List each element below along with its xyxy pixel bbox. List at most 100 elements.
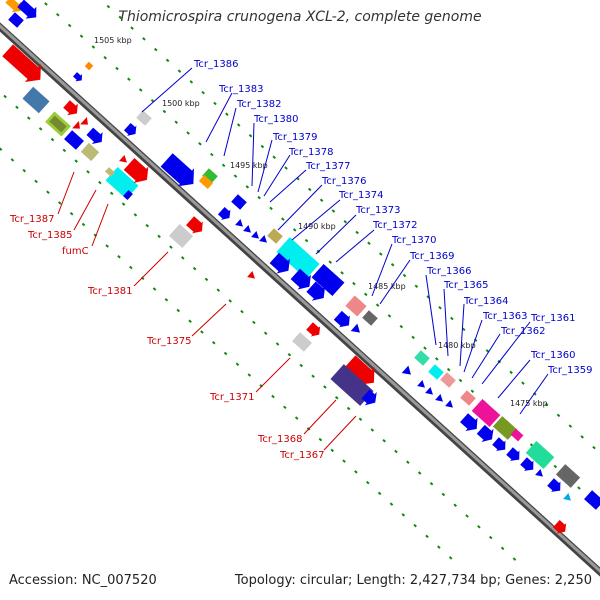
gene-label-tcr-1369[interactable]: Tcr_1369	[409, 251, 454, 262]
gene-feature[interactable]	[168, 224, 194, 248]
gene-label-tcr-1365[interactable]: Tcr_1365	[443, 280, 488, 291]
gene-feature[interactable]	[345, 295, 367, 317]
gene-feature[interactable]	[305, 321, 324, 340]
gene-feature[interactable]	[159, 151, 202, 193]
gene-feature[interactable]	[72, 71, 85, 84]
gene-label-tcr-1375[interactable]: Tcr_1375	[146, 336, 191, 347]
gene-label-tcr-1377[interactable]: Tcr_1377	[305, 161, 350, 172]
gene-label-tcr-1381[interactable]: Tcr_1381	[87, 286, 132, 297]
gene-feature[interactable]	[72, 120, 83, 132]
gene-feature[interactable]	[428, 364, 444, 380]
gene-feature[interactable]	[401, 365, 415, 379]
gene-feature[interactable]	[259, 235, 270, 246]
gene-feature[interactable]	[292, 332, 312, 352]
gene-feature[interactable]	[350, 323, 364, 337]
gene-label-tcr-1380[interactable]: Tcr_1380	[253, 114, 298, 125]
gene-label-tcr-1383[interactable]: Tcr_1383	[218, 84, 263, 95]
gene-label-tcr-1366[interactable]: Tcr_1366	[426, 266, 471, 277]
gene-feature[interactable]	[119, 155, 130, 166]
gene-feature[interactable]	[425, 387, 436, 398]
gene-feature[interactable]	[546, 477, 565, 496]
gene-label-fumc[interactable]: fumC	[62, 246, 89, 257]
gene-feature[interactable]	[64, 130, 84, 150]
gene-feature[interactable]	[330, 364, 374, 406]
gene-feature[interactable]	[202, 168, 218, 184]
gene-feature[interactable]	[342, 352, 382, 391]
gene-label-tcr-1379[interactable]: Tcr_1379	[272, 132, 317, 143]
gene-label-tcr-1368[interactable]: Tcr_1368	[257, 434, 302, 445]
gene-feature[interactable]	[251, 231, 262, 242]
gene-label-tcr-1372[interactable]: Tcr_1372	[372, 220, 417, 231]
gene-feature[interactable]	[535, 469, 546, 480]
gene-feature[interactable]	[304, 279, 330, 305]
gene-label-tcr-1363[interactable]: Tcr_1363	[482, 311, 527, 322]
gene-feature[interactable]	[525, 441, 555, 469]
gene-feature[interactable]	[267, 228, 283, 244]
gene-feature[interactable]	[247, 271, 258, 282]
gene-feature[interactable]	[84, 61, 94, 71]
gene-feature[interactable]	[22, 86, 50, 114]
gene-feature[interactable]	[519, 456, 538, 475]
gene-feature[interactable]	[185, 215, 208, 238]
gene-feature[interactable]	[15, 0, 41, 23]
gene-label-tcr-1361[interactable]: Tcr_1361	[530, 313, 575, 324]
gene-label-tcr-1378[interactable]: Tcr_1378	[288, 147, 333, 158]
gene-feature[interactable]	[8, 12, 24, 28]
gene-feature[interactable]	[3, 0, 25, 16]
gene-feature[interactable]	[362, 310, 378, 326]
gene-feature[interactable]	[268, 251, 296, 279]
gene-feature[interactable]	[492, 416, 518, 440]
gene-feature[interactable]	[563, 493, 574, 504]
gene-feature[interactable]	[475, 423, 498, 446]
gene-feature[interactable]	[122, 156, 155, 188]
gene-feature[interactable]	[136, 110, 152, 126]
gene-label-tcr-1387[interactable]: Tcr_1387	[9, 214, 54, 225]
gene-feature[interactable]	[440, 372, 456, 388]
gene-feature[interactable]	[123, 190, 133, 200]
gene-feature[interactable]	[235, 219, 246, 230]
gene-label-tcr-1364[interactable]: Tcr_1364	[463, 296, 508, 307]
gene-label-tcr-1376[interactable]: Tcr_1376	[321, 176, 366, 187]
gene-feature[interactable]	[458, 411, 483, 436]
gene-feature[interactable]	[231, 194, 247, 210]
gene-label-tcr-1359[interactable]: Tcr_1359	[547, 365, 592, 376]
gene-label-tcr-1385[interactable]: Tcr_1385	[27, 230, 72, 241]
gene-label-tcr-1367[interactable]: Tcr_1367	[279, 450, 324, 461]
gene-feature[interactable]	[360, 387, 382, 409]
gene-feature[interactable]	[84, 125, 107, 148]
gene-label-tcr-1373[interactable]: Tcr_1373	[355, 205, 400, 216]
gene-label-tcr-1370[interactable]: Tcr_1370	[391, 235, 436, 246]
gene-feature[interactable]	[460, 390, 476, 406]
gene-feature[interactable]	[80, 116, 91, 128]
gene-label-tcr-1382[interactable]: Tcr_1382	[236, 99, 281, 110]
gene-feature[interactable]	[61, 98, 82, 119]
gene-feature[interactable]	[105, 167, 115, 177]
gene-feature[interactable]	[417, 380, 428, 391]
gene-feature[interactable]	[491, 436, 510, 455]
gene-feature[interactable]	[217, 205, 235, 223]
gene-feature[interactable]	[311, 263, 345, 297]
gene-label-tcr-1360[interactable]: Tcr_1360	[530, 350, 575, 361]
gene-feature[interactable]	[276, 237, 320, 279]
gene-feature[interactable]	[555, 464, 581, 488]
gene-label-tcr-1371[interactable]: Tcr_1371	[209, 392, 254, 403]
gene-label-tcr-1386[interactable]: Tcr_1386	[193, 59, 238, 70]
gene-feature[interactable]	[105, 166, 139, 200]
gene-feature[interactable]	[471, 399, 501, 427]
gene-feature[interactable]	[49, 115, 67, 133]
gene-feature[interactable]	[0, 41, 48, 88]
gene-feature[interactable]	[552, 518, 570, 536]
gene-feature[interactable]	[198, 175, 214, 189]
gene-feature[interactable]	[123, 121, 141, 139]
gene-feature[interactable]	[505, 446, 524, 465]
gene-feature[interactable]	[445, 400, 456, 411]
gene-feature[interactable]	[510, 428, 524, 442]
gene-label-tcr-1374[interactable]: Tcr_1374	[338, 190, 383, 201]
gene-feature[interactable]	[414, 350, 430, 366]
gene-feature[interactable]	[243, 225, 254, 236]
gene-feature[interactable]	[435, 394, 446, 405]
gene-feature[interactable]	[289, 267, 317, 295]
gene-feature[interactable]	[332, 309, 354, 331]
gene-feature[interactable]	[80, 142, 100, 162]
gene-feature[interactable]	[584, 490, 600, 510]
